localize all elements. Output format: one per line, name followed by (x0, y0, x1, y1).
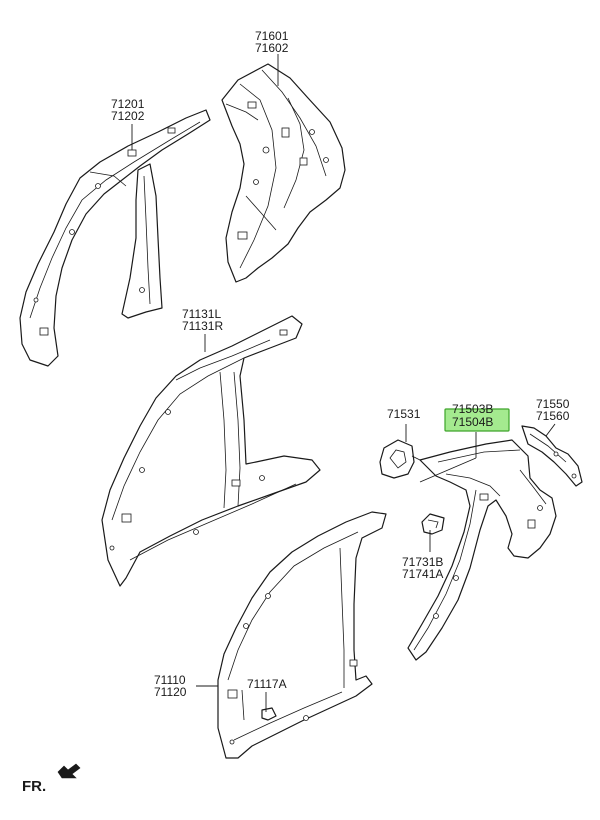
label-71131L: 71131L (182, 307, 221, 321)
front-arrow-icon (57, 763, 81, 779)
label-71560: 71560 (536, 409, 570, 423)
part-71731B-71741A[interactable] (421, 513, 445, 535)
label-71531: 71531 (387, 407, 421, 421)
part-71110-71120[interactable] (217, 511, 387, 759)
label-71131R: 71131R (182, 319, 223, 333)
label-71117A: 71117A (247, 677, 287, 691)
label-71110: 71110 (154, 673, 186, 687)
part-71503B-71504B[interactable] (407, 439, 557, 661)
part-71531[interactable] (379, 439, 421, 479)
label-71602: 71602 (255, 41, 289, 55)
part-71131[interactable] (101, 315, 321, 587)
part-71201-71202[interactable] (19, 109, 211, 367)
label-71503B: 71503B (452, 402, 493, 416)
label-71504B: 71504B (452, 415, 493, 429)
label-71731B: 71731B (402, 555, 443, 569)
highlight-box (444, 408, 510, 432)
part-71117A[interactable] (261, 707, 277, 721)
label-71741A: 71741A (402, 567, 443, 581)
leader-lines (131, 54, 556, 712)
label-71202: 71202 (111, 109, 145, 123)
label-71550: 71550 (536, 397, 570, 411)
label-71201: 71201 (111, 97, 145, 111)
part-71550-71560[interactable] (521, 425, 583, 487)
part-71601-71602[interactable] (221, 63, 346, 283)
label-71120: 71120 (154, 685, 187, 699)
label-71601: 71601 (255, 29, 289, 43)
direction-label: FR. (22, 778, 46, 795)
